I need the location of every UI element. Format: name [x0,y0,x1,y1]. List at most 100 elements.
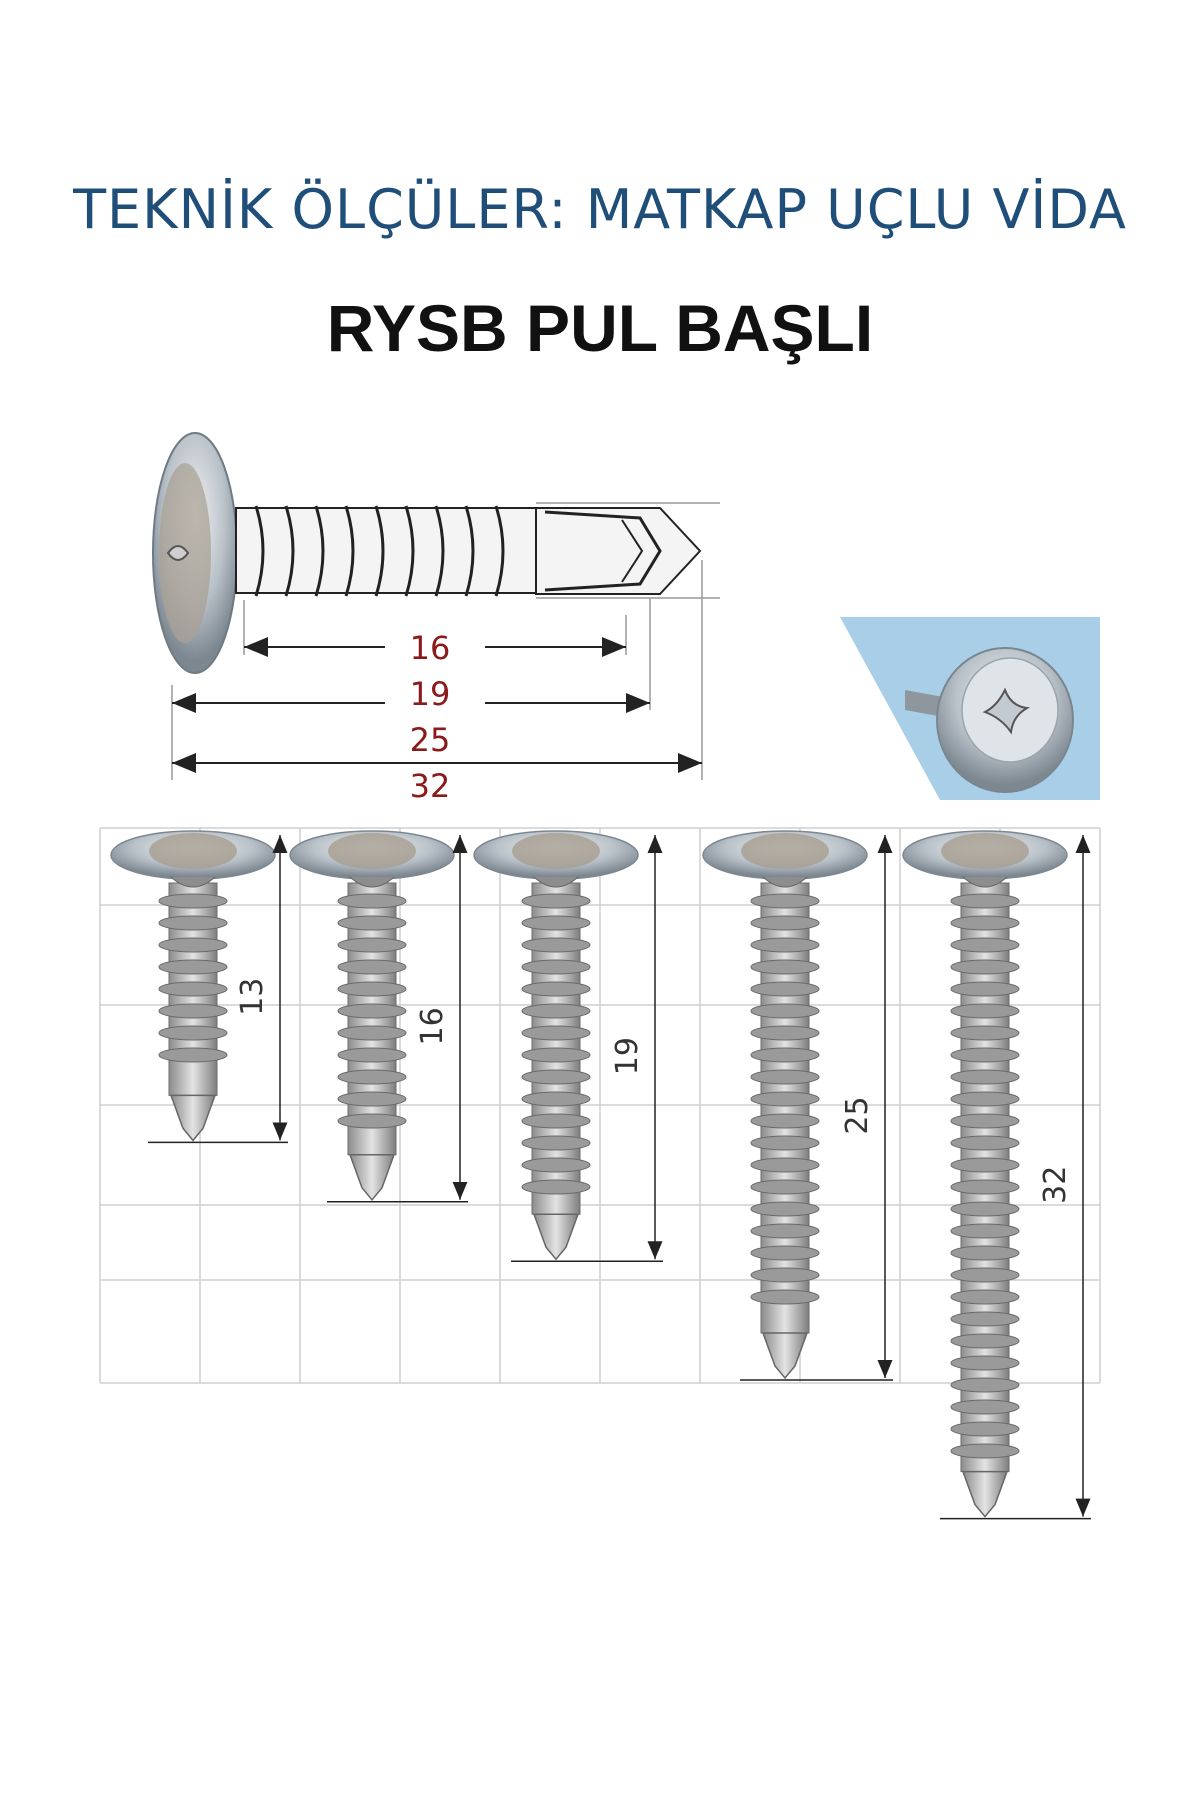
thread-ridge [337,1047,407,1063]
page-title: TEKNİK ÖLÇÜLER: MATKAP UÇLU VİDA [73,178,1127,241]
thread-ridge [158,981,228,997]
thread-ridge [494,505,505,597]
thread-ridge [950,981,1020,997]
dimension-label: 32 [410,767,451,805]
thread-ridge [254,505,265,597]
thread-ridge [950,1157,1020,1173]
thread-ridge [950,1289,1020,1305]
thread-ridge [950,1069,1020,1085]
lineup-screw: 32 [902,830,1091,1520]
lineup-screw: 13 [110,830,288,1144]
thread-ridge [750,981,820,997]
thread-ridge [158,1047,228,1063]
thread-ridge [158,1003,228,1019]
thread-ridge [750,937,820,953]
thread-ridge [750,1179,820,1195]
thread-ridge [337,915,407,931]
thread-ridge [337,1069,407,1085]
lineup-screw: 16 [289,830,468,1203]
thread-ridge [750,1047,820,1063]
thread-ridge [950,1311,1020,1327]
thread-ridge [521,1069,591,1085]
thread-ridge [521,915,591,931]
thread-ridge [434,505,445,597]
thread-ridge [750,1003,820,1019]
thread-ridge [337,1113,407,1129]
product-subtitle: RYSB PUL BAŞLI [326,291,874,365]
thread-ridge [750,1113,820,1129]
thread-ridge [750,1135,820,1151]
thread-ridge [950,1025,1020,1041]
thread-ridge [950,959,1020,975]
screw-length-label: 32 [1038,1166,1073,1204]
thread-ridge [950,1091,1020,1107]
thread-ridge [950,1333,1020,1349]
thread-ridge [750,1289,820,1305]
thread-ridge [950,1223,1020,1239]
thread-ridge [158,1025,228,1041]
thread-ridge [337,1025,407,1041]
thread-ridge [950,1201,1020,1217]
thread-ridge [950,915,1020,931]
phillips-head-icon [982,687,1031,735]
measurement-grid [99,827,1101,1384]
thread-ridge [337,959,407,975]
thread-ridge [337,937,407,953]
thread-ridge [337,893,407,909]
thread-ridge [521,893,591,909]
thread-ridge [950,1245,1020,1261]
thread-ridge [344,505,355,597]
thread-ridge [750,1245,820,1261]
thread-ridge [337,1003,407,1019]
screw-lineup: 13 16 19 25 32 [110,830,1091,1520]
screw-length-label: 13 [235,978,270,1016]
thread-ridge [950,1267,1020,1283]
screw-length-label: 25 [840,1096,875,1134]
thread-ridge [950,1113,1020,1129]
phillips-head-icon [166,545,190,561]
thread-ridge [521,981,591,997]
lineup-screw: 19 [473,830,663,1262]
thread-ridge [521,1025,591,1041]
thread-ridge [950,1135,1020,1151]
thread-ridge [950,1421,1020,1437]
thread-ridge [750,1091,820,1107]
thread-ridge [158,915,228,931]
thread-ridge [521,1047,591,1063]
dimension-label: 16 [410,629,451,667]
thread-ridge [158,959,228,975]
thread-ridge [314,505,325,597]
lineup-screw: 25 [702,830,893,1381]
dimension-label: 25 [410,721,451,759]
side-dimensions [172,637,702,773]
thread-ridge [158,893,228,909]
thread-ridge [337,981,407,997]
screw-length-label: 19 [610,1037,645,1075]
head-thumbnail [840,617,1100,800]
thread-ridge [521,1135,591,1151]
thread-ridge [950,1047,1020,1063]
thread-ridge [374,505,385,597]
screw-length-label: 16 [415,1007,450,1045]
dimension-label: 19 [410,675,451,713]
thread-ridge [750,959,820,975]
side-dimension-labels: 16 19 25 32 [410,629,451,805]
thread-ridge [750,915,820,931]
thread-ridge [521,1179,591,1195]
thread-ridge [521,959,591,975]
thread-ridge [464,505,475,597]
thread-ridge [404,505,415,597]
thread-ridge [950,1003,1020,1019]
thread-ridge [750,1267,820,1283]
thread-ridge [750,1069,820,1085]
thread-ridge [750,1157,820,1173]
thread-ridge [521,1157,591,1173]
thread-ridge [950,1377,1020,1393]
thread-ridge [750,1025,820,1041]
side-view-screw [152,432,720,674]
thread-ridge [950,1179,1020,1195]
thread-ridge [750,1201,820,1217]
thread-ridge [337,1091,407,1107]
